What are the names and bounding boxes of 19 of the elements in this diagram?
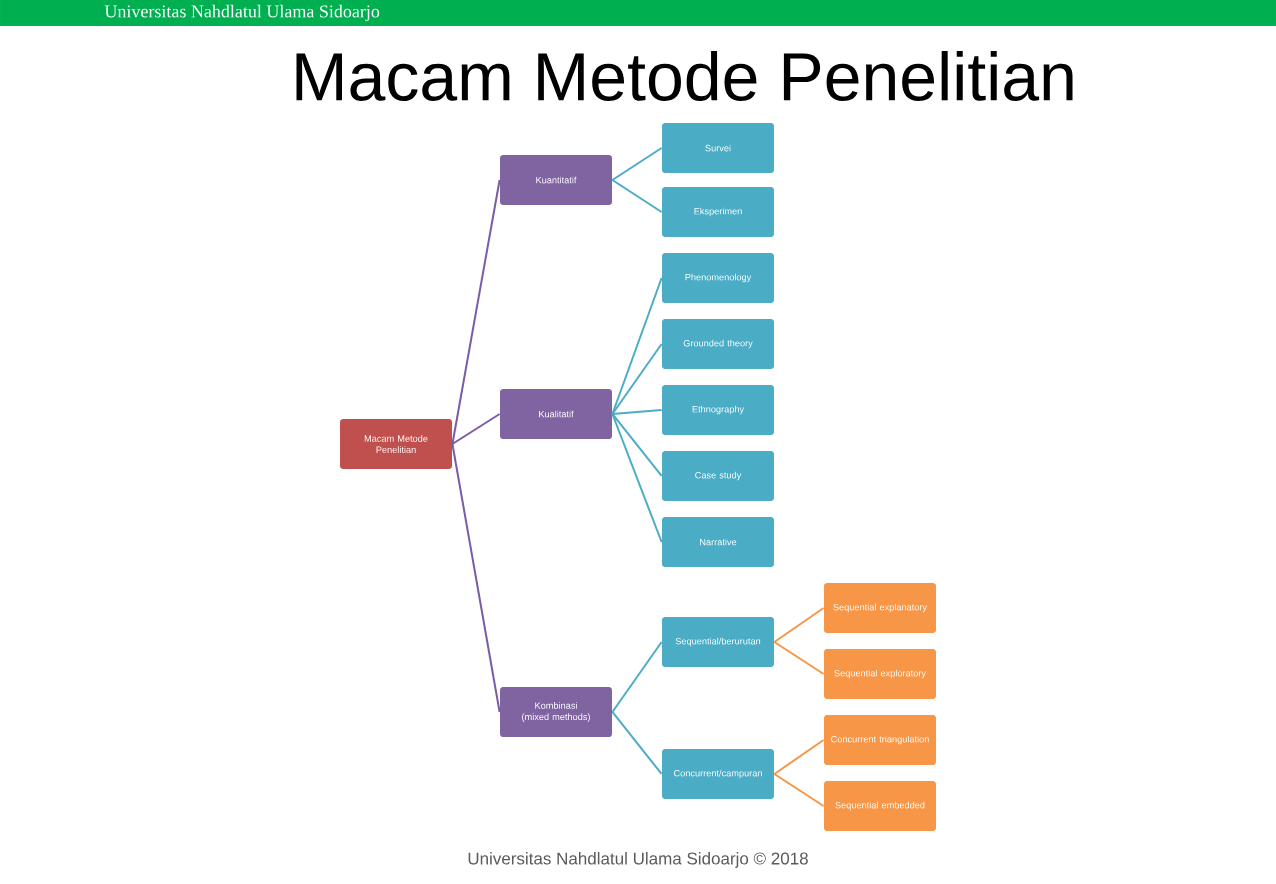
connector [451, 413, 501, 445]
connector [773, 607, 825, 643]
connector [773, 739, 825, 775]
connector [611, 179, 663, 213]
connector [773, 641, 825, 675]
connector [611, 641, 663, 713]
connector [611, 711, 663, 775]
connector [611, 277, 663, 415]
connector [451, 443, 501, 713]
connector [773, 773, 825, 807]
footer-text: Universitas Nahdlatul Ulama Sidoarjo © 2018 [468, 852, 808, 868]
connector [451, 179, 501, 445]
header-text: Universitas Nahdlatul Ulama Sidoarjo [104, 4, 380, 22]
connector [611, 343, 663, 415]
connector [611, 147, 663, 181]
title: Macam Metode Penelitian [296, 51, 1073, 101]
connector [611, 409, 663, 415]
connector [611, 413, 663, 543]
connector [611, 413, 663, 477]
